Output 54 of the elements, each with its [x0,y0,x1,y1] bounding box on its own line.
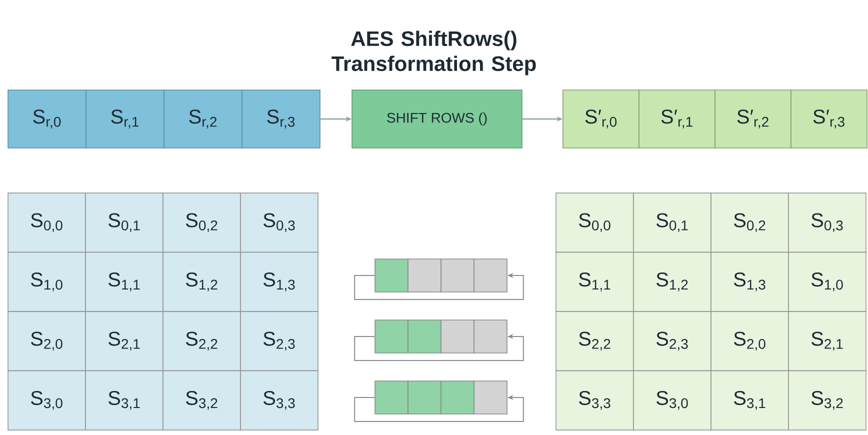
table-cell: S$_{2,1}$ [85,311,164,372]
shift-cell [440,258,474,292]
table-cell: S$_{1,2}$ [162,252,241,312]
table-cell: S$_{0,3}$ [788,192,866,253]
state-cell: S′$_{r,3}$ [790,90,868,148]
state-cell: S$_{r,2}$ [164,90,242,148]
state-cell: S′$_{r,1}$ [638,90,716,148]
table-cell: S$_{0,3}$ [240,192,318,253]
shift-cell [408,320,442,354]
table-cell: S$_{3,0}$ [8,370,86,430]
shift-cell [374,380,408,414]
table-cell: S$_{1,0}$ [788,252,866,312]
state-cell: S′$_{r,2}$ [714,90,792,148]
state-cell: S′$_{r,0}$ [562,90,640,148]
table-cell: S$_{3,3}$ [240,370,318,430]
table-cell: S$_{1,3}$ [710,252,789,312]
state-cell: S$_{r,3}$ [242,90,320,148]
table-cell: S$_{0,0}$ [8,192,86,253]
table-cell: S$_{1,3}$ [240,252,318,312]
table-cell: S$_{3,1}$ [85,370,164,430]
table-cell: S$_{3,0}$ [633,370,712,430]
table-cell: S$_{2,2}$ [556,311,634,372]
table-cell: S$_{1,1}$ [556,252,634,312]
table-cell: S$_{3,3}$ [556,370,634,430]
table-cell: S$_{0,2}$ [162,192,241,253]
shift-cell [408,258,442,292]
table-cell: S$_{2,3}$ [240,311,318,372]
table-cell: S$_{1,1}$ [85,252,164,312]
shift-cell [474,258,508,292]
table-cell: S$_{3,2}$ [788,370,866,430]
table-cell: S$_{1,0}$ [8,252,86,312]
table-cell: S$_{3,1}$ [710,370,789,430]
table-cell: S$_{0,2}$ [710,192,789,253]
shift-cell [440,380,474,414]
shift-cell [374,258,408,292]
shift-cell [474,320,508,354]
shift-cell [474,380,508,414]
table-cell: S$_{0,0}$ [556,192,634,253]
state-cell: S$_{r,0}$ [8,90,86,148]
table-cell: S$_{3,2}$ [162,370,241,430]
table-cell: S$_{0,1}$ [633,192,712,253]
table-cell: S$_{2,0}$ [710,311,789,372]
state-cell: S$_{r,1}$ [86,90,164,148]
table-cell: S$_{2,2}$ [162,311,241,372]
process-box: SHIFT ROWS () [352,90,522,148]
shift-cell [374,320,408,354]
table-cell: S$_{2,3}$ [633,311,712,372]
table-cell: S$_{0,1}$ [85,192,164,253]
table-cell: S$_{1,2}$ [633,252,712,312]
title: AES ShiftRows() Transformation Step [332,30,536,76]
shift-cell [440,320,474,354]
table-cell: S$_{2,1}$ [788,311,866,372]
table-cell: S$_{2,0}$ [8,311,86,372]
shift-cell [408,380,442,414]
